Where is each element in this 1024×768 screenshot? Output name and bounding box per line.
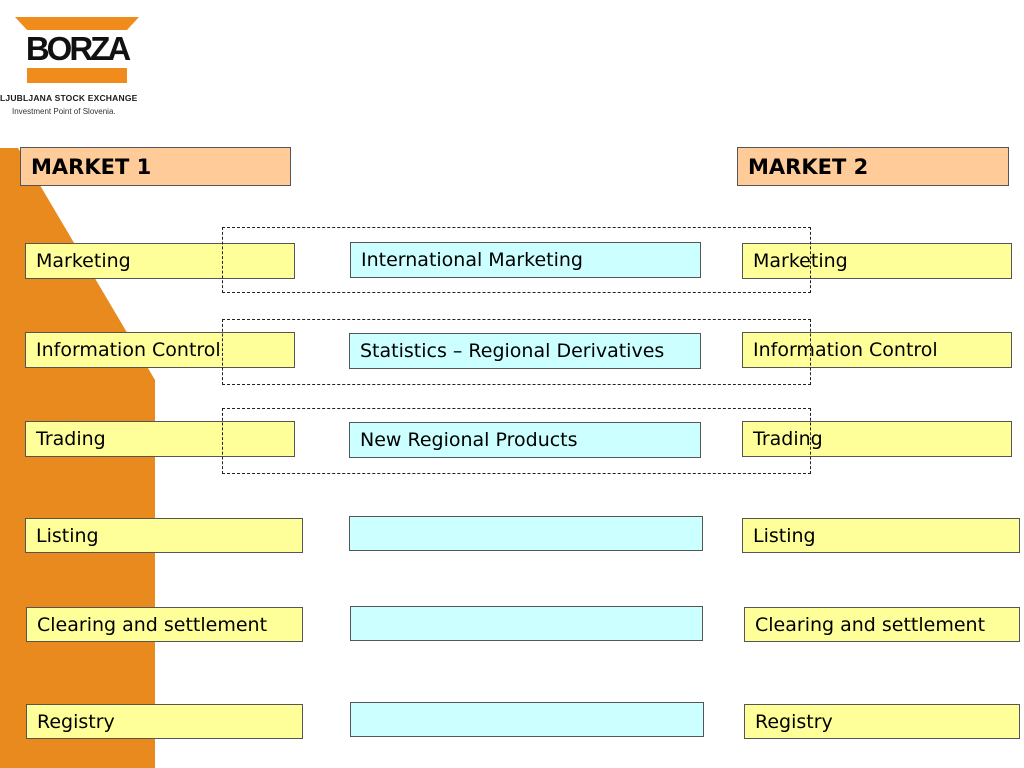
- joint-item-new-products: New Regional Products: [349, 422, 701, 458]
- market1-item-marketing: Marketing: [25, 243, 295, 279]
- group-outline-information-control: [222, 319, 811, 385]
- market1-item-clearing: Clearing and settlement: [26, 607, 303, 642]
- market2-item-marketing: Marketing: [742, 243, 1012, 279]
- market2-item-trading: Trading: [742, 421, 1012, 457]
- joint-item-empty-3: [350, 702, 704, 737]
- market1-header: MARKET 1: [20, 147, 291, 186]
- logo-wordmark: BORZA: [26, 30, 130, 67]
- market2-item-clearing: Clearing and settlement: [744, 607, 1020, 642]
- borza-logo-icon: BORZA: [15, 17, 139, 83]
- market1-item-information-control: Information Control: [25, 332, 295, 368]
- market1-item-listing: Listing: [25, 518, 303, 553]
- group-outline-marketing: [222, 227, 811, 293]
- joint-item-empty-2: [350, 606, 703, 641]
- market1-item-trading: Trading: [25, 421, 295, 457]
- market2-header: MARKET 2: [737, 147, 1009, 186]
- group-outline-trading: [222, 408, 811, 474]
- joint-item-empty-1: [349, 516, 703, 551]
- logo-tagline-slogan: Investment Point of Slovenia.: [12, 107, 116, 116]
- joint-item-international-marketing: International Marketing: [350, 242, 701, 278]
- market1-item-registry: Registry: [26, 704, 303, 739]
- logo: BORZA LJUBLJANA STOCK EXCHANGE Investmen…: [0, 0, 160, 124]
- joint-item-statistics: Statistics – Regional Derivatives: [349, 333, 701, 369]
- logo-tagline-exchange: LJUBLJANA STOCK EXCHANGE: [0, 93, 138, 103]
- market2-item-listing: Listing: [742, 518, 1020, 553]
- market2-item-registry: Registry: [744, 704, 1020, 739]
- market2-item-information-control: Information Control: [742, 332, 1012, 368]
